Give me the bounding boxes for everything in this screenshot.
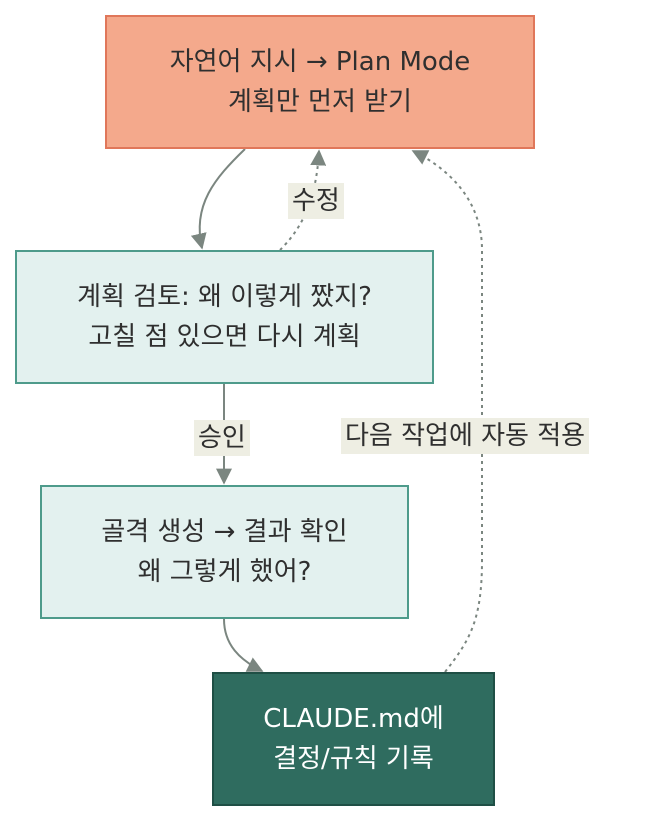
node-plan-mode: 자연어 지시 → Plan Mode 계획만 먼저 받기 <box>105 15 535 149</box>
node-plan-mode-line1: 자연어 지시 → Plan Mode <box>169 46 471 77</box>
edge-claude-to-plan <box>411 150 483 673</box>
edge-label-revise: 수정 <box>288 183 344 219</box>
node-scaffold-generate: 골격 생성 → 결과 확인 왜 그렇게 했어? <box>40 485 409 619</box>
node-scaffold-generate-line1: 골격 생성 → 결과 확인 <box>101 516 348 547</box>
node-claude-md: CLAUDE.md에 결정/규칙 기록 <box>212 672 495 806</box>
node-plan-mode-line2: 계획만 먼저 받기 <box>228 87 412 117</box>
node-plan-review-line2: 고칠 점 있으면 다시 계획 <box>88 322 361 352</box>
node-claude-md-line2: 결정/규칙 기록 <box>273 744 434 774</box>
node-plan-review-line1: 계획 검토: 왜 이렇게 짰지? <box>77 281 372 312</box>
edge-plan-to-review <box>190 148 246 250</box>
edge-generate-to-claude <box>223 618 264 672</box>
node-scaffold-generate-line2: 왜 그렇게 했어? <box>137 557 312 587</box>
edge-label-auto-apply: 다음 작업에 자동 적용 <box>341 418 590 454</box>
node-claude-md-line1: CLAUDE.md에 <box>263 703 444 734</box>
edge-label-approve: 승인 <box>194 420 250 456</box>
node-plan-review: 계획 검토: 왜 이렇게 짰지? 고칠 점 있으면 다시 계획 <box>15 250 434 384</box>
